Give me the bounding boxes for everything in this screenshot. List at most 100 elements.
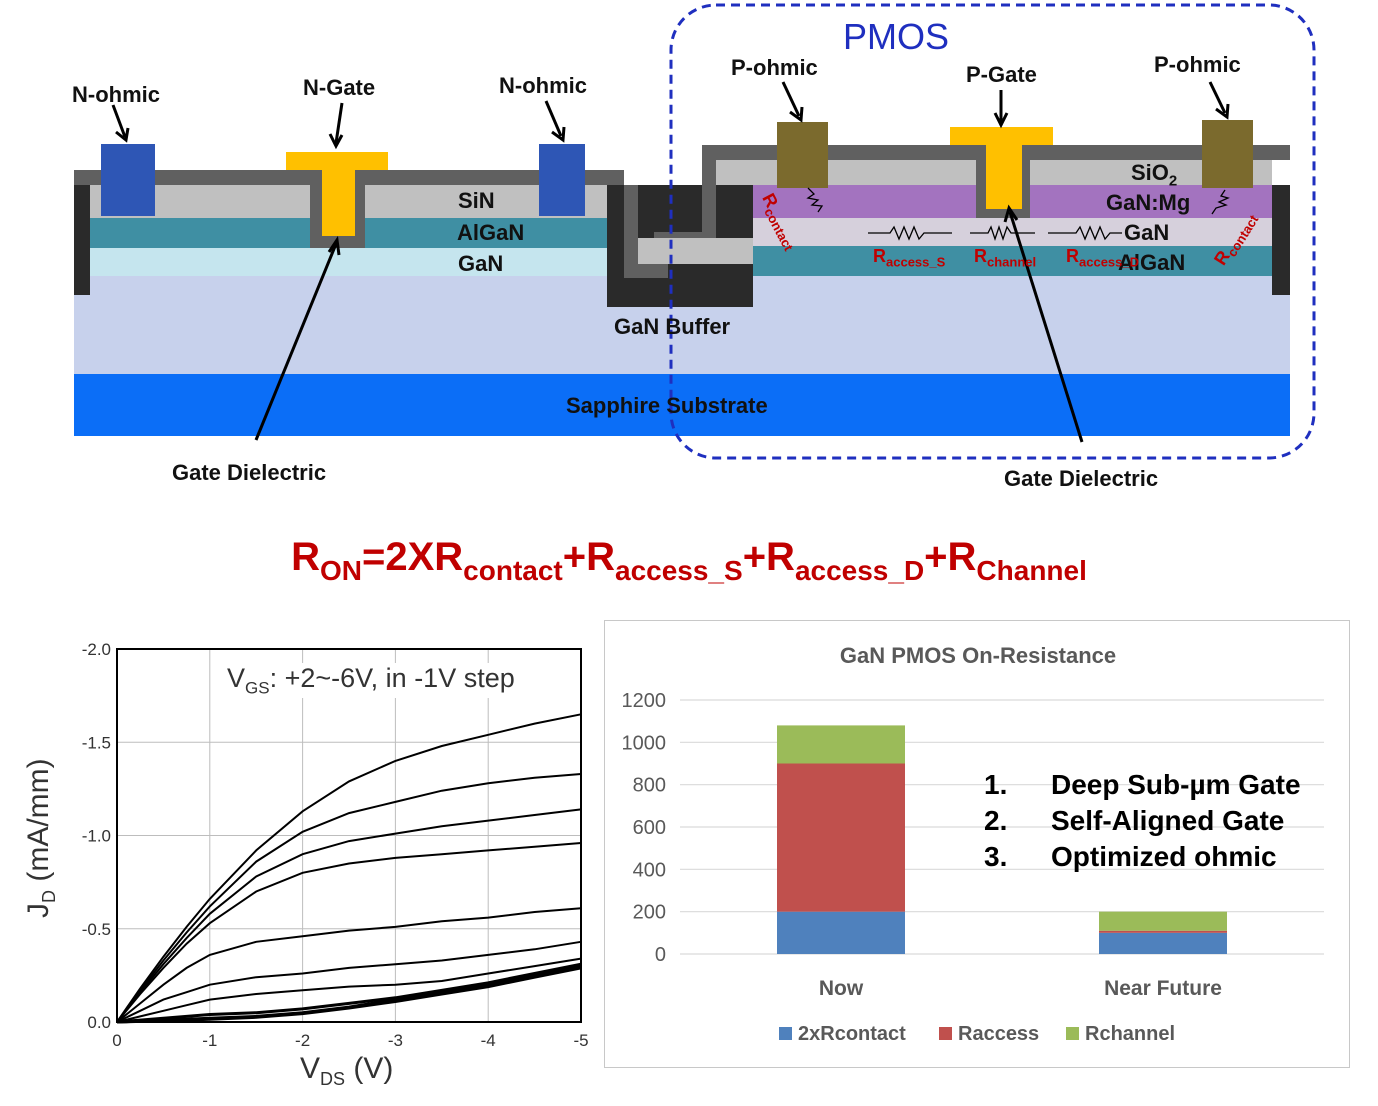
eq-plus-3: +	[924, 535, 948, 579]
resistor-channel-symbol	[970, 224, 1035, 242]
iv-ylabel-unit: (mA/mm)	[22, 758, 55, 890]
iv-curve-3	[116, 808, 582, 1023]
r-channel-main: R	[974, 246, 987, 266]
bar-ytick-label: 1000	[622, 732, 667, 754]
eq-equals-2x: =2X	[361, 535, 435, 579]
p-ohmic-right-label: P-ohmic	[1154, 52, 1241, 77]
eq-channel-sub: Channel	[976, 555, 1087, 586]
iv-ylabel-sub: D	[39, 890, 59, 903]
algan-left-label: AlGaN	[457, 220, 525, 245]
bar-ytick-label: 400	[633, 859, 666, 881]
bar-segment-rchannel	[777, 725, 905, 764]
r-channel-sub: channel	[987, 254, 1037, 270]
ron-equation: RON=2XRcontact+Raccess_S+Raccess_D+RChan…	[0, 535, 1378, 587]
iv-xlabel-unit: (V)	[345, 1052, 394, 1085]
algan-layer-right	[753, 246, 1272, 276]
eq-r-access-d: R	[766, 535, 795, 579]
eq-r-contact: R	[434, 535, 464, 579]
gate-dielectric-left-label: Gate Dielectric	[172, 460, 327, 485]
sapphire-label: Sapphire Substrate	[566, 393, 768, 418]
p-ohmic-left-label: P-ohmic	[731, 55, 818, 80]
iv-curve-4	[116, 842, 582, 1023]
bar-category-label: Now	[819, 977, 864, 1000]
eq-on-sub: ON	[319, 555, 362, 586]
iv-curve-6	[116, 940, 582, 1023]
note-2-num: 2.	[984, 805, 1008, 836]
sio2-label: SiO2	[1131, 160, 1177, 189]
n-ohmic-left-label: N-ohmic	[72, 82, 160, 107]
eq-r-access-s: R	[586, 535, 615, 579]
r-access-s-main: R	[873, 246, 886, 266]
bar-category-label: Near Future	[1104, 977, 1222, 1000]
device-cross-section	[74, 3, 1316, 460]
iv-curve-5	[116, 907, 582, 1023]
iv-ytick-label: -1.0	[82, 827, 111, 846]
r-access-d-sub: access_D	[1079, 254, 1139, 270]
eq-r-channel: R	[947, 535, 977, 579]
iv-ytick-label: -0.5	[82, 920, 111, 939]
eq-plus-1: +	[562, 535, 587, 579]
note-3-text: Optimized ohmic	[1051, 841, 1277, 872]
iv-xtick-label: -2	[295, 1031, 310, 1050]
note-2: 2. Self-Aligned Gate	[984, 805, 1284, 837]
eq-plus-2: +	[742, 535, 767, 579]
sio2-sub: 2	[1168, 172, 1178, 190]
resistor-access-d-symbol	[1048, 225, 1122, 241]
iv-curve-7	[116, 957, 582, 1023]
note-1-text: Deep Sub-µm Gate	[1051, 769, 1301, 800]
gate-dielectric-right-label: Gate Dielectric	[1004, 466, 1159, 491]
iv-xtick-label: -1	[202, 1031, 217, 1050]
n-ohmic-right-label: N-ohmic	[499, 73, 587, 98]
eq-access-d-sub: access_D	[794, 555, 925, 586]
bar-ytick-label: 800	[633, 775, 666, 797]
note-1-num: 1.	[984, 769, 1008, 800]
note-3-num: 3.	[984, 841, 1008, 872]
r-access-s-sub: access_S	[886, 254, 946, 270]
r-access-d-label: Raccess_D	[1066, 246, 1139, 270]
p-gate-label: P-Gate	[966, 62, 1037, 87]
bar-chart-panel: GaN PMOS On-Resistance	[604, 620, 1350, 1068]
n-ohmic-contact-left	[101, 144, 155, 216]
legend-swatch-rchannel	[1066, 1027, 1079, 1040]
pmos-dashed-box	[669, 3, 1316, 460]
iv-xtick-label: -3	[388, 1031, 403, 1050]
gan-channel-layer-left	[90, 248, 607, 276]
gan-left-label: GaN	[458, 251, 504, 276]
iv-curve-9	[116, 964, 582, 1024]
algan-right-label: AlGaN	[1118, 250, 1186, 275]
bar-segment-rchannel	[1099, 911, 1227, 931]
sapphire-substrate-layer	[74, 374, 1290, 436]
iv-ytick-label: -2.0	[82, 640, 111, 659]
bar-segment-raccess	[777, 763, 905, 912]
resistor-access-s-symbol	[868, 225, 952, 241]
iv-ylabel-main: J	[22, 903, 55, 918]
eq-r-on: R	[291, 535, 320, 579]
bar-segment-2xrcontact	[777, 911, 905, 954]
iv-curve-2	[116, 773, 582, 1023]
iv-annotation: VGS: +2~-6V, in -1V step	[223, 663, 519, 699]
legend-swatch-2xrcontact	[779, 1027, 792, 1040]
iv-ytick-label: 0.0	[87, 1013, 111, 1032]
legend-label-2xrcontact: 2xRcontact	[798, 1023, 906, 1045]
p-ohmic-contact-left	[777, 122, 828, 188]
iv-curve-1	[116, 713, 582, 1023]
iv-ytick-label: -1.5	[82, 733, 111, 752]
ganmg-label: GaN:Mg	[1106, 190, 1191, 215]
eq-contact-sub: contact	[463, 555, 563, 586]
iv-ylabel: JD (mA/mm)	[22, 758, 60, 918]
bar-chart-title: GaN PMOS On-Resistance	[839, 643, 1117, 668]
iv-curve-10	[116, 966, 582, 1024]
r-channel-label: Rchannel	[974, 246, 1036, 270]
note-2-text: Self-Aligned Gate	[1051, 805, 1285, 836]
edge-right	[1272, 185, 1290, 295]
iv-xtick-label: -5	[573, 1031, 588, 1050]
gan-buffer-label: GaN Buffer	[614, 314, 731, 339]
r-access-d-main: R	[1066, 246, 1079, 266]
note-1: 1. Deep Sub-µm Gate	[984, 769, 1301, 801]
legend-label-raccess: Raccess	[958, 1023, 1039, 1045]
n-ohmic-contact-right	[539, 144, 585, 216]
iv-curve-8	[116, 962, 582, 1024]
resistor-contact-left-symbol	[806, 187, 824, 213]
iv-xtick-label: -4	[481, 1031, 496, 1050]
